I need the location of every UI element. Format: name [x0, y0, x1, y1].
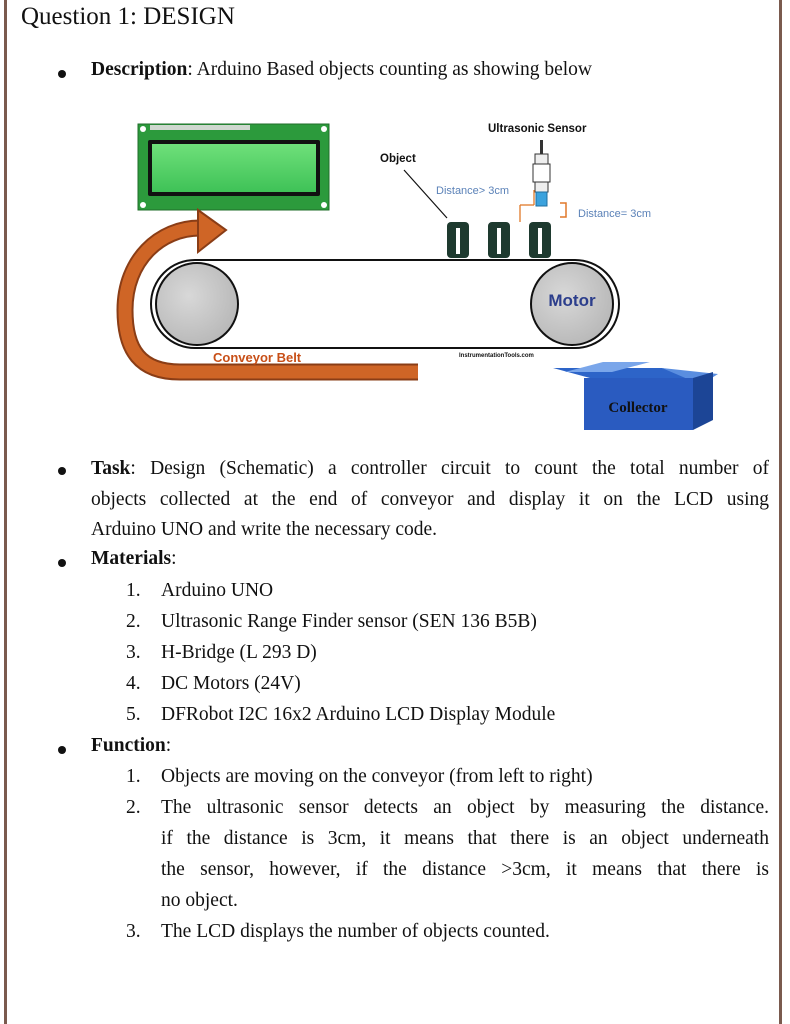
object-cylinder	[529, 222, 551, 258]
object-cylinder	[488, 222, 510, 258]
item-number: 2.	[126, 797, 141, 818]
item-text-line: if the distance is 3cm, it means that th…	[161, 828, 769, 849]
bullet-dot	[58, 559, 66, 567]
list-item: 1. Arduino UNO	[0, 580, 790, 610]
list-item: 5. DFRobot I2C 16x2 Arduino LCD Display M…	[0, 704, 790, 734]
item-text: DC Motors (24V)	[161, 673, 301, 694]
distance-eq-bracket	[560, 202, 567, 218]
list-item: 2.	[0, 797, 790, 827]
task-line-1: Task: Design (Schematic) a controller ci…	[91, 454, 769, 485]
list-item: 3. The LCD displays the number of objects…	[0, 921, 790, 951]
conveyor-label: Conveyor Belt	[213, 350, 302, 365]
task-line-3: Arduino UNO and write the necessary code…	[91, 519, 438, 540]
page-border	[4, 0, 782, 1024]
item-text: DFRobot I2C 16x2 Arduino LCD Display Mod…	[161, 704, 556, 725]
distance-gt-label: Distance> 3cm	[436, 185, 509, 197]
function-heading: Function:	[91, 735, 171, 757]
collector-label: Collector	[608, 400, 667, 416]
bullet-dot	[58, 70, 66, 78]
motor-label: Motor	[548, 291, 596, 310]
list-item: 4. DC Motors (24V)	[0, 673, 790, 703]
task-line-2: objects collected at the end of conveyor…	[91, 488, 769, 510]
function-label: Function	[91, 735, 166, 756]
item-number: 1.	[126, 766, 141, 787]
task-paragraph: Task: Design (Schematic) a controller ci…	[91, 454, 769, 546]
ultrasonic-label: Ultrasonic Sensor	[488, 123, 587, 135]
item-text: Objects are moving on the conveyor (from…	[161, 766, 593, 787]
object-pointer-line	[403, 169, 448, 219]
question-title: Question 1: DESIGN	[21, 3, 235, 30]
object-items	[447, 222, 551, 258]
direction-arrow	[116, 208, 418, 381]
collector-box: Collector	[553, 362, 718, 430]
list-item: 3. H-Bridge (L 293 D)	[0, 642, 790, 672]
task-text: : Design (Schematic) a controller circui…	[130, 458, 769, 479]
bullet-dot	[58, 746, 66, 754]
function-item2-paragraph: The ultrasonic sensor detects an object …	[161, 797, 769, 921]
motor-wheel	[530, 262, 614, 346]
function-colon: :	[165, 735, 172, 756]
object-label: Object	[380, 153, 416, 165]
materials-colon: :	[171, 548, 177, 569]
idler-wheel	[155, 262, 239, 346]
item-number: 3.	[126, 642, 141, 663]
conveyor-belt: Motor	[150, 259, 620, 349]
bullet-dot	[58, 467, 66, 475]
distance-eq-label: Distance= 3cm	[578, 208, 651, 220]
description-text: : Arduino Based objects counting as show…	[187, 59, 592, 80]
item-text-line: the sensor, however, if the distance >3c…	[161, 859, 769, 880]
item-number: 1.	[126, 580, 141, 601]
materials-label: Materials	[91, 548, 172, 569]
item-number: 5.	[126, 704, 141, 725]
list-item: 2. Ultrasonic Range Finder sensor (SEN 13…	[0, 611, 790, 641]
item-text: Arduino UNO	[161, 580, 274, 601]
object-cylinder	[447, 222, 469, 258]
watermark: InstrumentationTools.com	[459, 353, 534, 359]
description-line: Description: Arduino Based objects count…	[91, 59, 592, 81]
item-number: 2.	[126, 611, 141, 632]
materials-heading: Materials:	[91, 548, 177, 570]
item-text: H-Bridge (L 293 D)	[161, 642, 317, 663]
distance-gt-marker	[519, 190, 535, 222]
item-text-line: no object.	[161, 890, 238, 911]
description-label: Description	[91, 59, 188, 80]
item-number: 3.	[126, 921, 141, 942]
task-label: Task	[91, 458, 131, 479]
ultrasonic-sensor: Ultrasonic Sensor	[488, 123, 587, 207]
item-text: Ultrasonic Range Finder sensor (SEN 136 …	[161, 611, 537, 632]
item-text-line: The ultrasonic sensor detects an object …	[161, 797, 769, 818]
list-item: 1. Objects are moving on the conveyor (fr…	[0, 766, 790, 796]
item-number: 4.	[126, 673, 141, 694]
conveyor-diagram: Ultrasonic Sensor Object Distance> 3cm D…	[116, 123, 718, 430]
item-text: The LCD displays the number of objects c…	[161, 921, 550, 942]
lcd-module	[137, 123, 330, 211]
